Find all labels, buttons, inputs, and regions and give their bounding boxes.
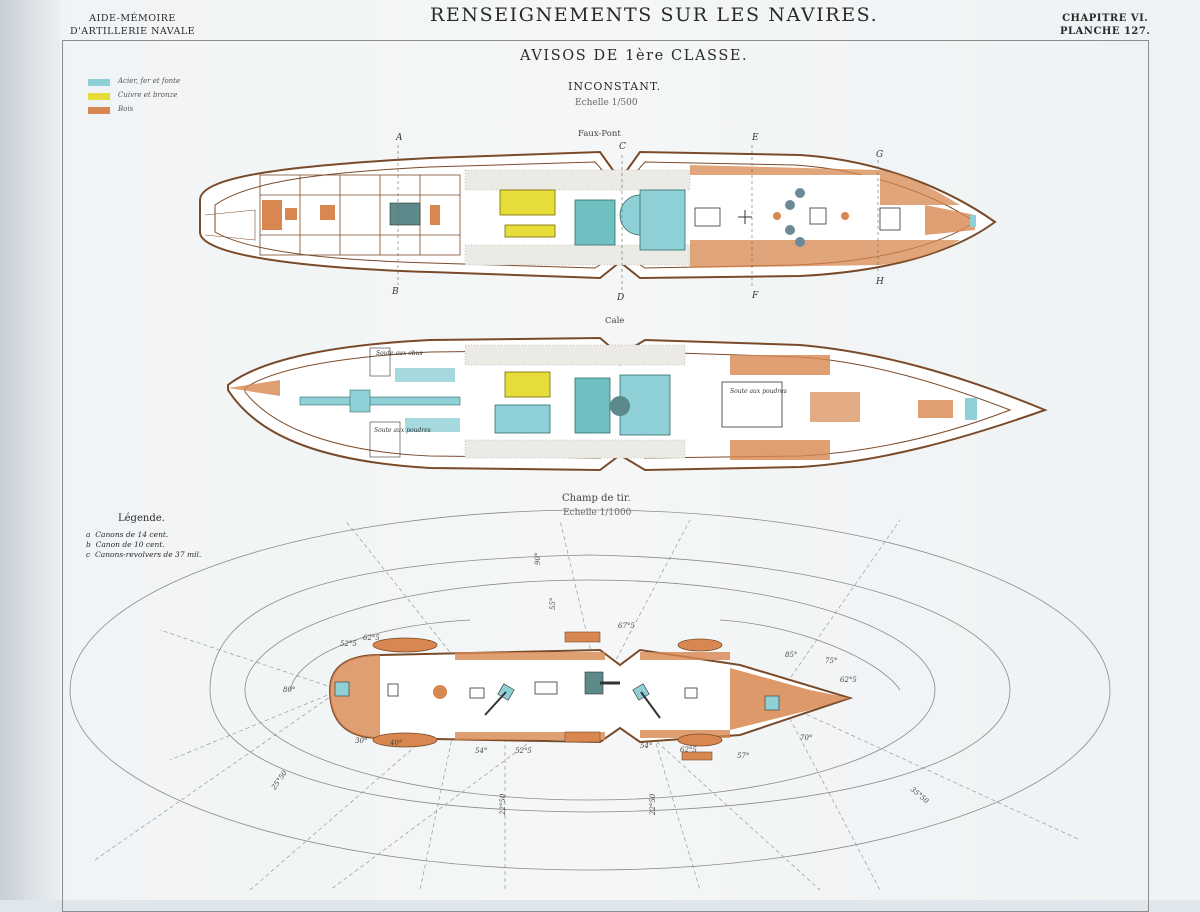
- deck-label-firing: Champ de tir.: [562, 493, 631, 504]
- upper-section-lines: [397, 145, 879, 290]
- angle-12: 62°5: [840, 676, 857, 684]
- ship-name: INCONSTANT.: [568, 80, 662, 93]
- section-a: A: [396, 133, 403, 143]
- angle-7: 57°: [737, 752, 749, 760]
- upper-aft-deck: [690, 175, 880, 240]
- section-b: B: [392, 287, 399, 297]
- section-e: E: [752, 133, 759, 143]
- legend-key-c: c: [86, 550, 91, 559]
- section-h: H: [876, 277, 884, 287]
- header-right: CHAPITRE VI. PLANCHE 127.: [1060, 12, 1150, 38]
- upper-deck-plan: [199, 150, 997, 280]
- boat-2: [372, 732, 438, 748]
- angle-4: 52°5: [515, 747, 532, 755]
- angle-19: 35°50: [909, 785, 931, 805]
- section-d: D: [617, 293, 625, 303]
- boat-1: [372, 637, 438, 653]
- angle-20: 90°: [534, 553, 542, 565]
- upper-boiler: [574, 199, 616, 246]
- gun-c-bow: [334, 681, 350, 697]
- magazine-aft: [721, 381, 783, 428]
- firing-ship-plan: [328, 631, 854, 761]
- angle-16: 25°50: [270, 769, 290, 792]
- legend-item-c: c Canons-revolvers de 37 mil.: [86, 550, 201, 560]
- angle-18: 22°50: [649, 793, 657, 816]
- key-label-bronze: Cuivre et bronze: [118, 91, 178, 99]
- key-swatch-bronze: [88, 93, 110, 100]
- section-f: F: [752, 291, 759, 301]
- ship-class-title: AVISOS DE 1ère CLASSE.: [520, 48, 749, 64]
- boat-4: [677, 733, 723, 747]
- legend-key-b: b: [86, 540, 91, 549]
- legend-text-a: Canons de 14 cent.: [95, 530, 169, 539]
- angle-17: 22°50: [499, 793, 507, 816]
- lower-boiler-1: [574, 377, 611, 434]
- deck-label-upper: Faux-Pont: [578, 129, 621, 139]
- upper-hatch: [389, 202, 421, 226]
- key-label-steel: Acier, fer et fonte: [118, 77, 181, 85]
- angle-3: 54°: [475, 747, 487, 755]
- angle-11: 75°: [825, 657, 837, 665]
- angle-9: 62°5: [363, 634, 380, 642]
- plate-number: PLANCHE 127.: [1060, 26, 1151, 37]
- angle-13: 80°: [283, 686, 295, 694]
- legend-item-b: b Canon de 10 cent.: [86, 540, 165, 550]
- plate-title: RENSEIGNEMENTS SUR LES NAVIRES.: [430, 4, 879, 26]
- upper-cylinder: [499, 189, 556, 216]
- lower-room-label-2: Soute aux poudres: [374, 427, 431, 434]
- legend-title: Légende.: [118, 513, 165, 524]
- deck-label-lower: Cale: [605, 316, 625, 326]
- section-g: G: [876, 150, 884, 160]
- firing-arcs: [69, 509, 1111, 871]
- angle-21: 55°: [549, 598, 557, 610]
- angle-5: 54°: [640, 742, 652, 750]
- legend-text-c: Canons-revolvers de 37 mil.: [94, 550, 202, 559]
- scale-lower: Echelle 1/1000: [563, 508, 632, 518]
- header-left: AIDE-MÉMOIRE D'ARTILLERIE NAVALE: [70, 12, 195, 38]
- upper-planking-port: [690, 240, 960, 268]
- angle-10: 67°5: [618, 622, 635, 630]
- legend-key-a: a: [86, 530, 91, 539]
- lower-shaft: [299, 396, 461, 406]
- angle-6: 62°5: [680, 746, 697, 754]
- book-binding: [0, 0, 60, 900]
- legend-text-b: Canon de 10 cent.: [95, 540, 165, 549]
- section-c: C: [619, 142, 626, 152]
- header-left-line1: AIDE-MÉMOIRE: [89, 13, 176, 24]
- angle-1: 30°: [355, 737, 367, 745]
- key-label-wood: Bois: [118, 105, 134, 113]
- angle-8: 52°5: [340, 640, 357, 648]
- boat-3: [677, 638, 723, 652]
- magazine-label: Soute aux poudres: [730, 388, 787, 395]
- lower-room-label-1: Soute aux obus: [376, 350, 423, 357]
- key-swatch-steel: [88, 79, 110, 86]
- key-swatch-wood: [88, 107, 110, 114]
- gun-c-stern: [764, 695, 780, 711]
- lower-deck-plan: [227, 336, 1048, 472]
- lower-cylinder: [504, 371, 551, 398]
- angle-15: 70°: [800, 734, 812, 742]
- legend-item-a: a Canons de 14 cent.: [86, 530, 168, 540]
- scale-upper: Echelle 1/500: [575, 98, 638, 108]
- chapter-label: CHAPITRE VI.: [1062, 13, 1149, 24]
- angle-14: 85°: [785, 651, 797, 659]
- angle-2: 40°: [389, 739, 402, 747]
- header-left-line2: D'ARTILLERIE NAVALE: [70, 26, 196, 37]
